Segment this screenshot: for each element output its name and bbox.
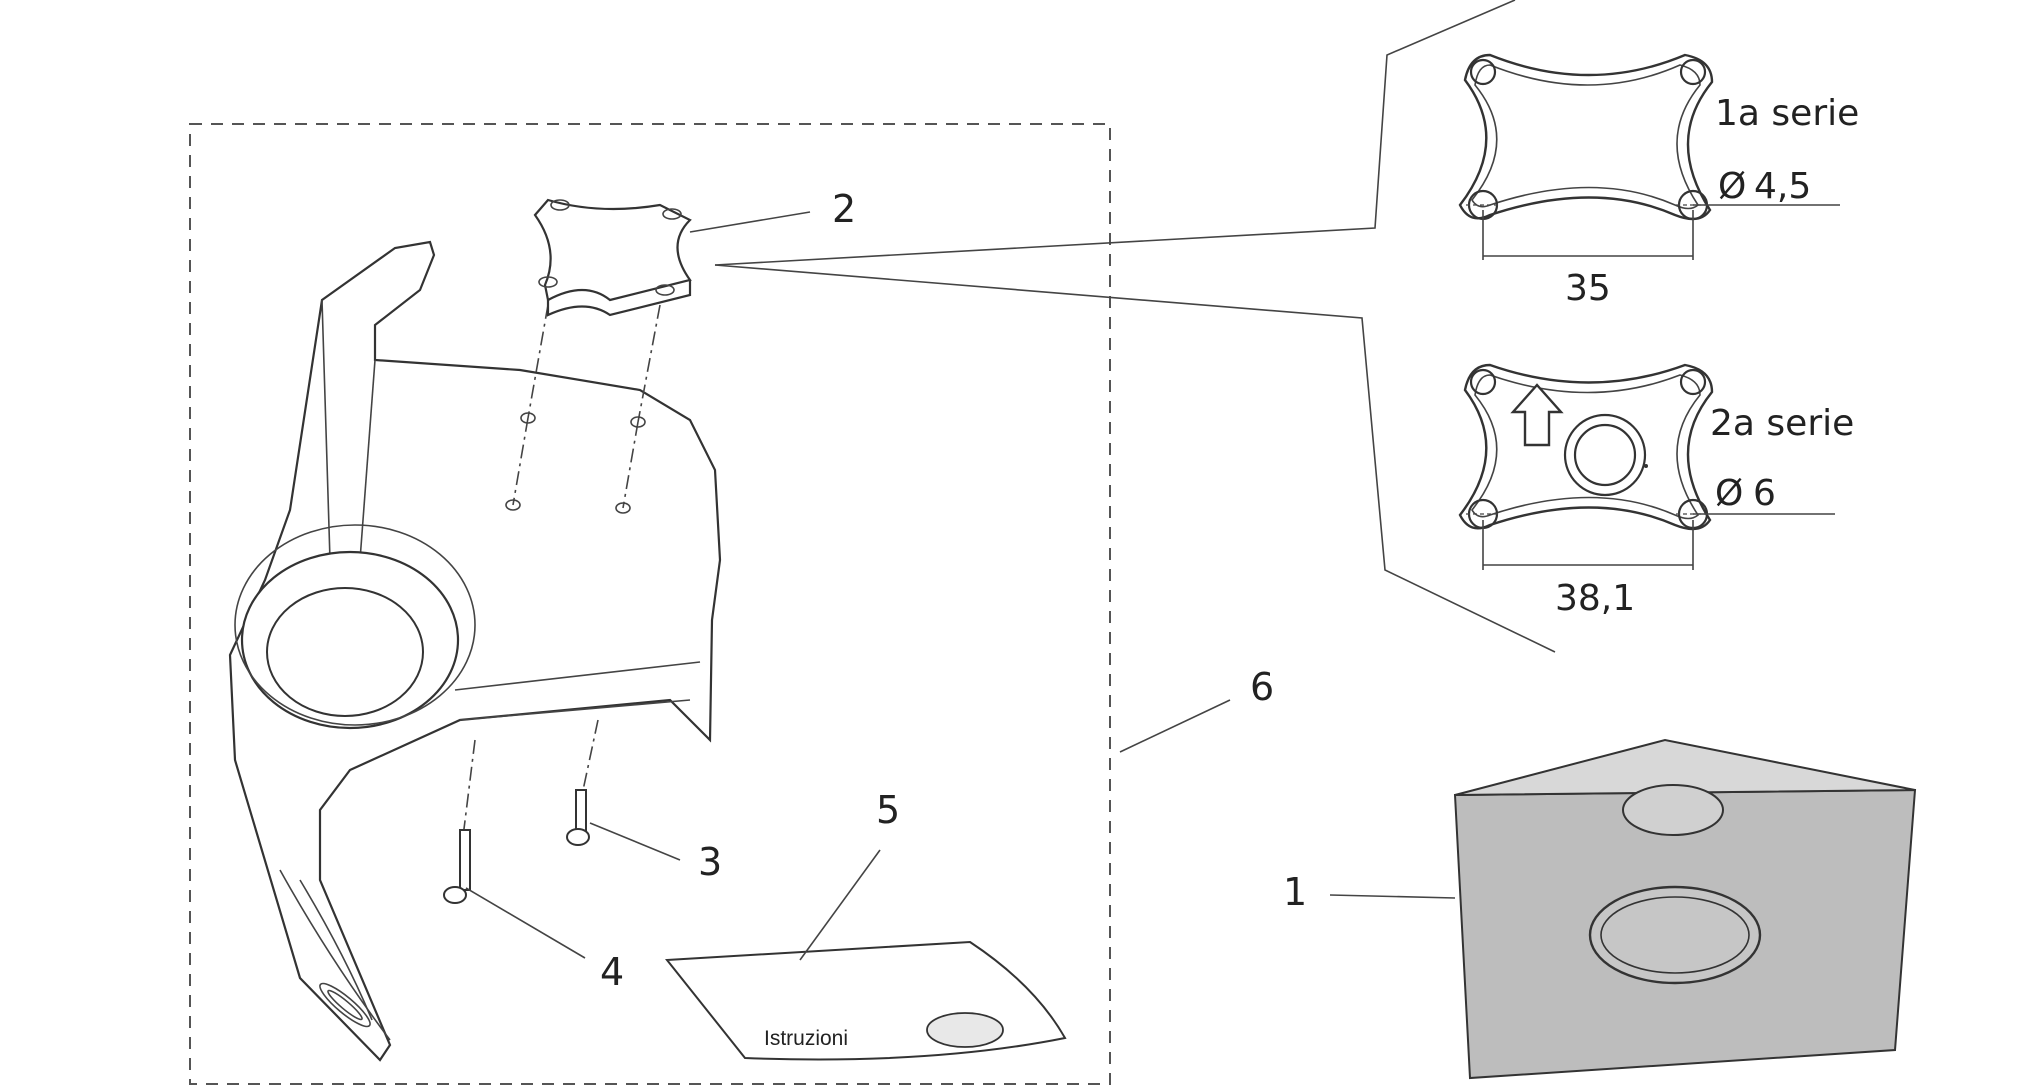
- instructions-leaflet-part: Istruzioni: [665, 940, 1067, 1061]
- callout-4: 4: [600, 950, 624, 994]
- screw-part-3: [566, 789, 590, 846]
- hole-spacing-1: 35: [1565, 268, 1611, 309]
- callout-2: 2: [832, 187, 856, 231]
- callout-1: 1: [1283, 870, 1307, 914]
- detail-view-2a-serie: 2a serie Ø 6 38,1: [1458, 363, 1854, 619]
- moto-guzzi-logo-top: [1622, 784, 1724, 836]
- screw-part-4: [443, 829, 471, 904]
- alignment-centerlines: [461, 304, 661, 846]
- kit-box-part: [1453, 738, 1917, 1080]
- callout-3: 3: [698, 840, 722, 884]
- detail-view-1a-serie: 1a serie Ø 4,5 35: [1458, 53, 1859, 309]
- moto-guzzi-logo-small: [926, 1012, 1004, 1048]
- callout-6: 6: [1250, 665, 1274, 709]
- detail-leader-lines: [714, 0, 1556, 653]
- series-2-label: 2a serie: [1710, 403, 1854, 444]
- up-arrow-icon: [1510, 383, 1564, 447]
- diameter-symbol-2: Ø: [1715, 473, 1743, 514]
- adapter-plate-part: [533, 198, 692, 317]
- diameter-symbol-1: Ø: [1718, 166, 1746, 207]
- hole-diameter-2: 6: [1753, 473, 1776, 514]
- callout-leaders: [465, 211, 1456, 961]
- kit-boundary-dashed-frame: [189, 123, 1111, 1085]
- callout-5: 5: [876, 788, 900, 832]
- instructions-label: Istruzioni: [764, 1027, 848, 1050]
- series-1-label: 1a serie: [1715, 93, 1859, 134]
- hole-diameter-1: 4,5: [1754, 166, 1811, 207]
- fairing-cover-part: [228, 240, 722, 1062]
- moto-guzzi-logo-front: [1588, 885, 1762, 985]
- hole-spacing-2: 38,1: [1555, 578, 1635, 619]
